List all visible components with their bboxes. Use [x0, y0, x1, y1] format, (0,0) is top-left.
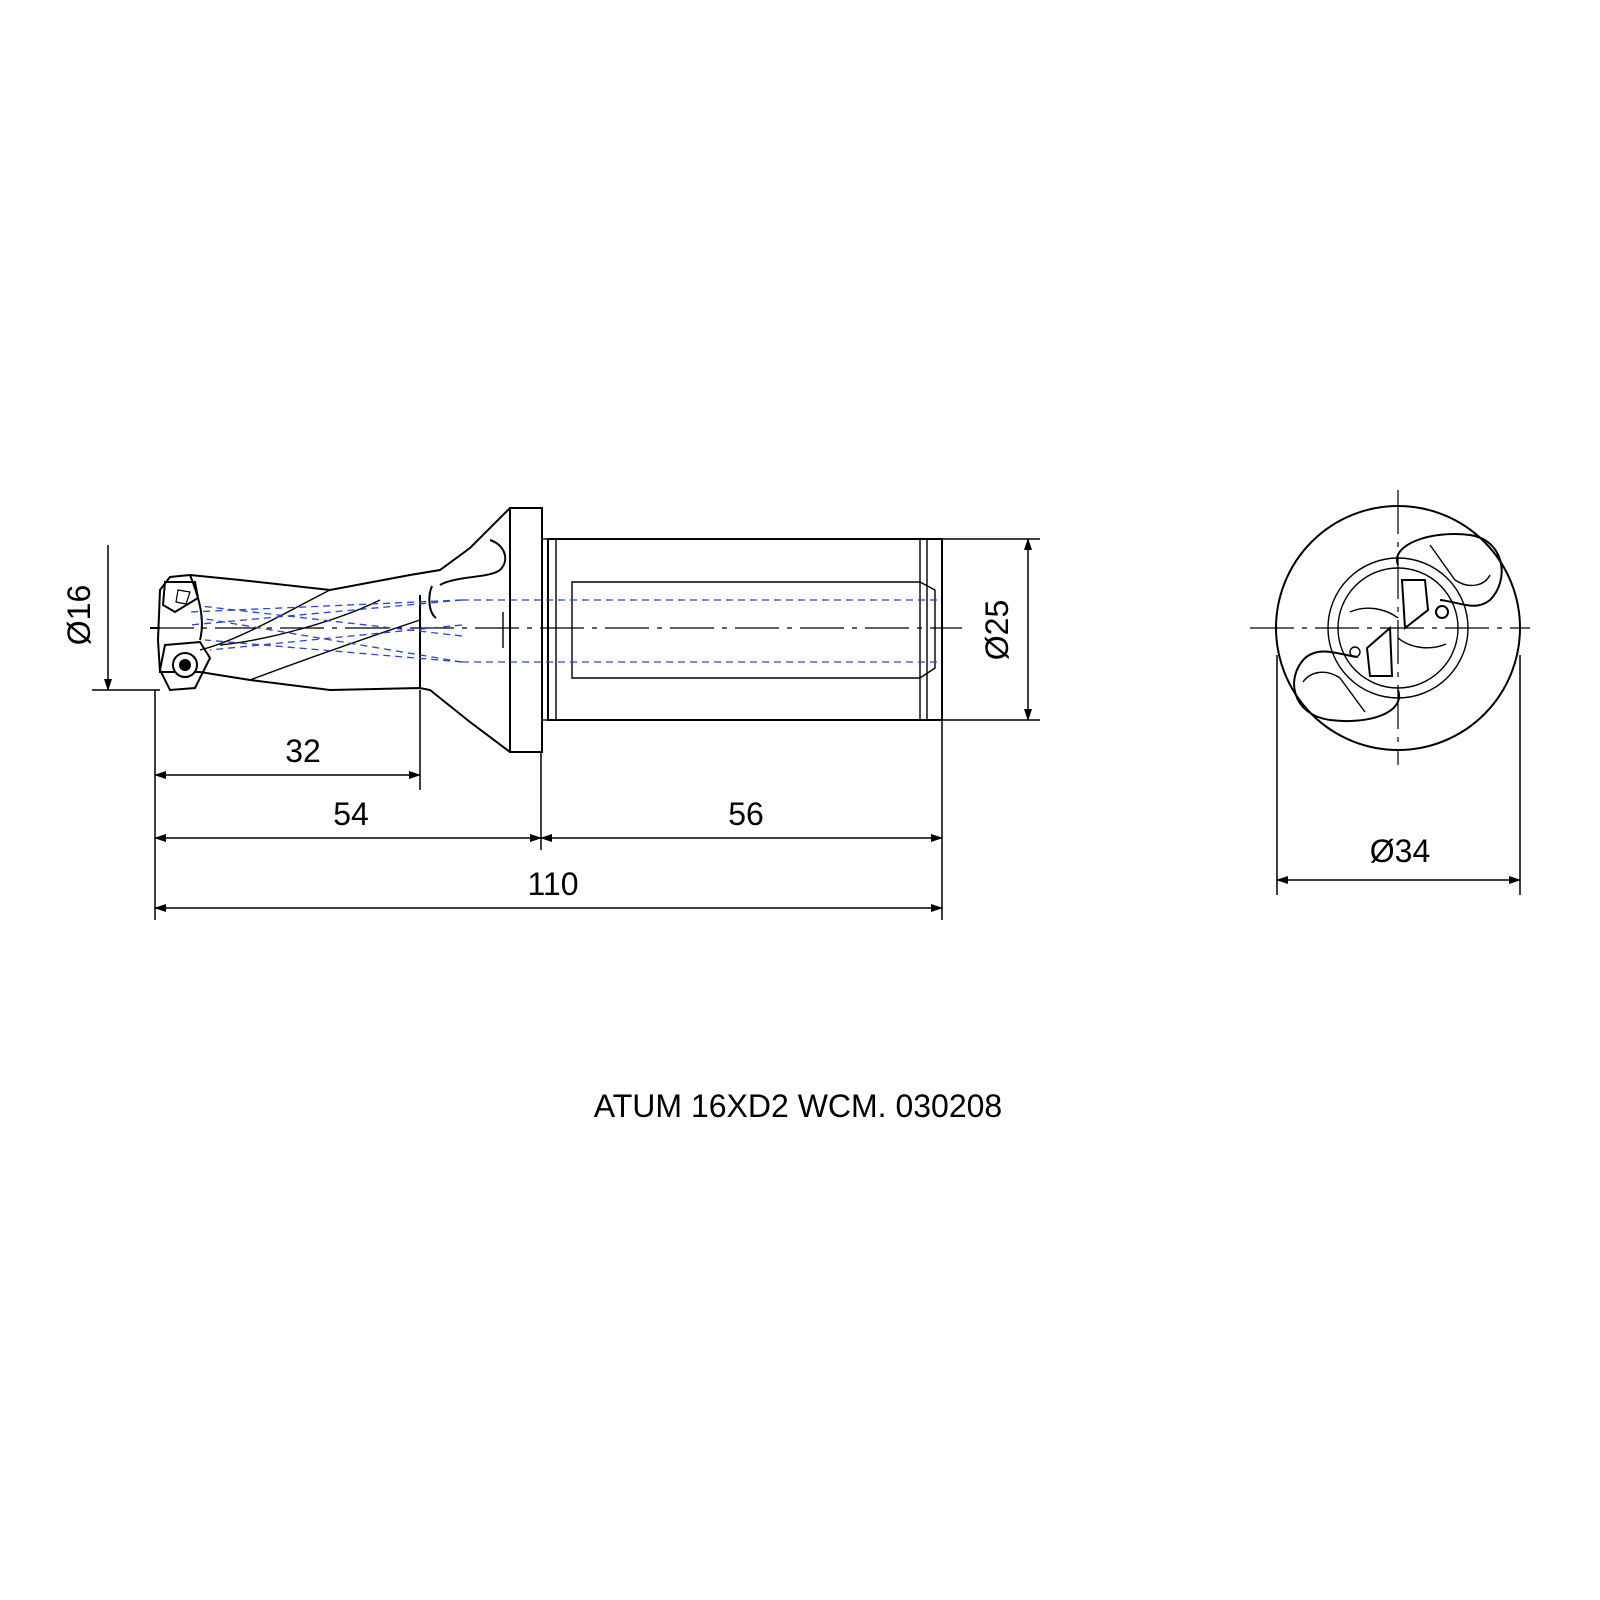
end-view: [1250, 490, 1530, 765]
dimension-32-label: 32: [285, 733, 321, 769]
end-view-inserts: [1349, 579, 1449, 677]
flange: [502, 507, 548, 753]
dimension-54-label: 54: [333, 796, 369, 832]
dimensions: 32 54 56 110 Ø16 Ø25 Ø34: [61, 538, 1521, 920]
part-number-caption: ATUM 16XD2 WCM. 030208: [594, 1088, 1002, 1124]
side-view: [150, 507, 962, 753]
dimension-diameter-25-label: Ø25: [979, 600, 1015, 660]
dimension-diameter-16-label: Ø16: [61, 585, 97, 645]
dimension-diameter-34-label: Ø34: [1370, 833, 1430, 869]
coolant-channels: [189, 599, 940, 663]
dimension-110-label: 110: [527, 866, 578, 902]
shank: [547, 538, 943, 721]
dimension-56-label: 56: [728, 796, 764, 832]
flange-circle: [1275, 505, 1521, 751]
drill-body: [150, 507, 511, 753]
inserts: [158, 581, 212, 692]
flute-lobes: [1293, 533, 1503, 722]
